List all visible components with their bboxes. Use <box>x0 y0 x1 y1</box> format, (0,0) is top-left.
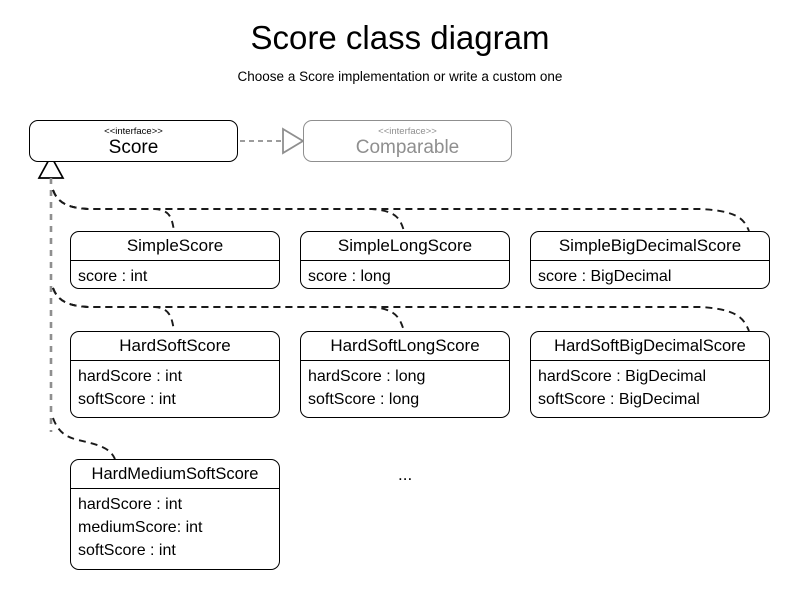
class-attributes: hardScore : int softScore : int <box>71 361 279 415</box>
class-box-simple-big-decimal-score[interactable]: SimpleBigDecimalScore score : BigDecimal <box>530 231 770 289</box>
stereotype-label: <<interface>> <box>378 126 437 137</box>
attribute-row: hardScore : int <box>78 496 183 513</box>
interface-box-comparable[interactable]: <<interface>> Comparable <box>303 120 512 162</box>
class-name: HardSoftLongScore <box>301 332 509 361</box>
class-box-hard-soft-score[interactable]: HardSoftScore hardScore : int softScore … <box>70 331 280 418</box>
class-name: SimpleScore <box>71 232 279 261</box>
attribute-row: softScore : BigDecimal <box>538 391 700 408</box>
class-box-hard-soft-big-decimal-score[interactable]: HardSoftBigDecimalScore hardScore : BigD… <box>530 331 770 418</box>
class-attributes: hardScore : long softScore : long <box>301 361 509 415</box>
attribute-row: hardScore : BigDecimal <box>538 368 707 385</box>
interface-name: Comparable <box>355 137 460 158</box>
class-name: HardMediumSoftScore <box>71 460 279 489</box>
class-name: SimpleBigDecimalScore <box>531 232 769 261</box>
class-name: HardSoftBigDecimalScore <box>531 332 769 361</box>
realization-score-to-comparable <box>240 127 305 155</box>
class-name: SimpleLongScore <box>301 232 509 261</box>
diagram-subtitle: Choose a Score implementation or write a… <box>237 69 563 84</box>
branch-bottom <box>52 417 116 460</box>
class-attributes: score : int <box>71 261 279 288</box>
branches-row-2 <box>52 287 750 332</box>
class-attributes: score : BigDecimal <box>531 261 769 288</box>
attribute-row: hardScore : int <box>78 368 183 385</box>
attribute-row: score : BigDecimal <box>538 268 672 285</box>
attribute-row: softScore : int <box>78 542 176 559</box>
attribute-row: hardScore : long <box>308 368 426 385</box>
interface-name: Score <box>108 137 159 158</box>
stereotype-label: <<interface>> <box>104 126 163 137</box>
class-box-simple-score[interactable]: SimpleScore score : int <box>70 231 280 289</box>
attribute-row: score : long <box>308 268 391 285</box>
attribute-row: mediumScore: int <box>78 519 203 536</box>
class-attributes: score : long <box>301 261 509 288</box>
attribute-row: softScore : long <box>308 391 420 408</box>
more-classes-ellipsis: ... <box>398 465 413 484</box>
class-box-hard-soft-long-score[interactable]: HardSoftLongScore hardScore : long softS… <box>300 331 510 418</box>
branches-row-1 <box>52 189 750 232</box>
attribute-row: softScore : int <box>78 391 176 408</box>
class-box-hard-medium-soft-score[interactable]: HardMediumSoftScore hardScore : int medi… <box>70 459 280 570</box>
class-attributes: hardScore : BigDecimal softScore : BigDe… <box>531 361 769 415</box>
class-name: HardSoftScore <box>71 332 279 361</box>
diagram-title: Score class diagram <box>250 19 550 56</box>
class-box-simple-long-score[interactable]: SimpleLongScore score : long <box>300 231 510 289</box>
class-attributes: hardScore : int mediumScore: int softSco… <box>71 489 279 566</box>
interface-box-score[interactable]: <<interface>> Score <box>29 120 238 162</box>
attribute-row: score : int <box>78 268 148 285</box>
